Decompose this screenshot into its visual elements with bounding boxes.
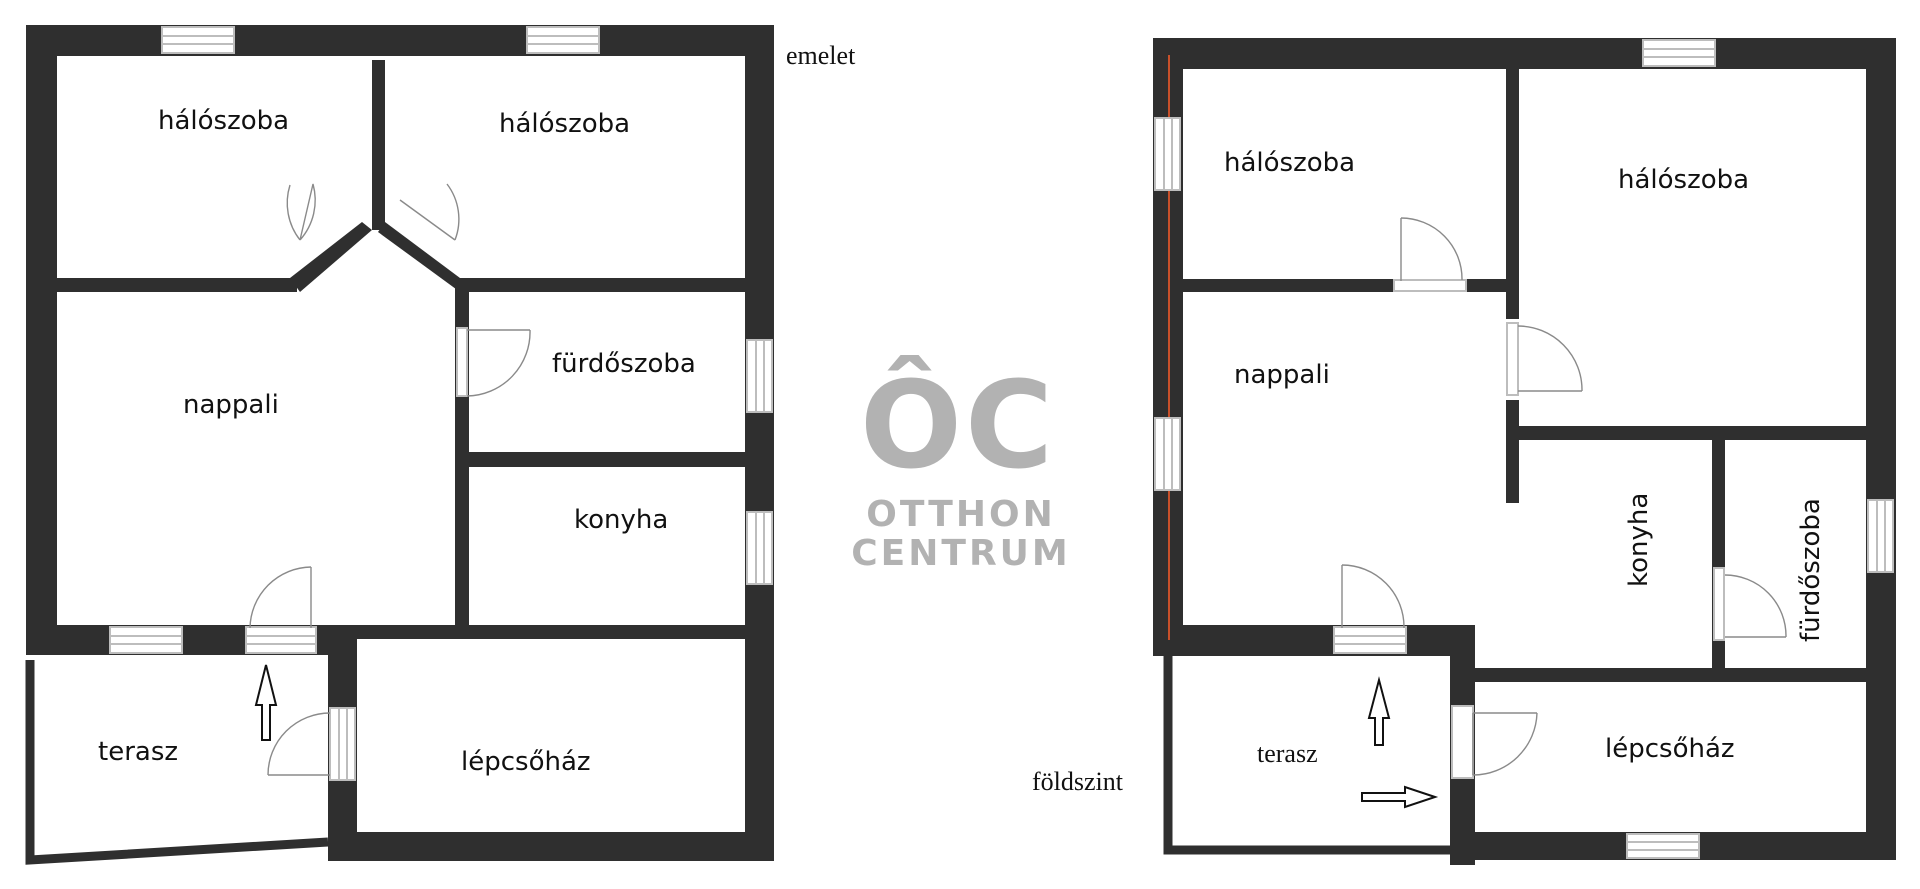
upper-door-swings	[249, 183, 531, 776]
ground-floor-plan: hálószoba hálószoba nappali konyha fürdő…	[1032, 38, 1896, 865]
ground-living-room-label: nappali	[1234, 360, 1330, 390]
upper-bathroom-label: fürdőszoba	[552, 349, 696, 379]
ground-level-label: földszint	[1032, 767, 1124, 796]
otthon-centrum-logo: ÔC OTTHON CENTRUM	[851, 356, 1070, 574]
upper-bedroom-right-label: hálószoba	[499, 109, 630, 139]
ground-bedroom-left-label: hálószoba	[1224, 148, 1355, 178]
upper-living-room-label: nappali	[183, 390, 279, 420]
ground-bathroom-label: fürdőszoba	[1796, 498, 1826, 642]
upper-terrace-outline	[25, 660, 329, 865]
upper-floor-plan: hálószoba hálószoba nappali fürdőszoba k…	[25, 25, 856, 865]
upper-kitchen-label: konyha	[574, 505, 668, 535]
ground-door-swings	[1341, 217, 1787, 776]
ground-windows	[1154, 39, 1894, 859]
upper-stairwell-label: lépcsőház	[461, 747, 591, 777]
ground-stairwell-label: lépcsőház	[1605, 734, 1735, 764]
upper-entry-arrow	[254, 664, 278, 741]
upper-bedroom-left-label: hálószoba	[158, 106, 289, 136]
ground-entry-arrows	[1361, 676, 1439, 809]
logo-line-1: OTTHON	[866, 494, 1055, 535]
logo-line-2: CENTRUM	[851, 533, 1070, 574]
upper-windows	[109, 26, 773, 781]
upper-level-label: emelet	[786, 41, 856, 70]
ground-terrace-outline	[1163, 656, 1450, 855]
upper-walls	[26, 25, 774, 861]
ground-kitchen-label: konyha	[1624, 493, 1654, 587]
upper-terrace-label: terasz	[98, 737, 178, 767]
ground-terrace-label: terasz	[1257, 739, 1318, 768]
ground-bedroom-right-label: hálószoba	[1618, 165, 1749, 195]
logo-monogram: ÔC	[860, 356, 1056, 496]
